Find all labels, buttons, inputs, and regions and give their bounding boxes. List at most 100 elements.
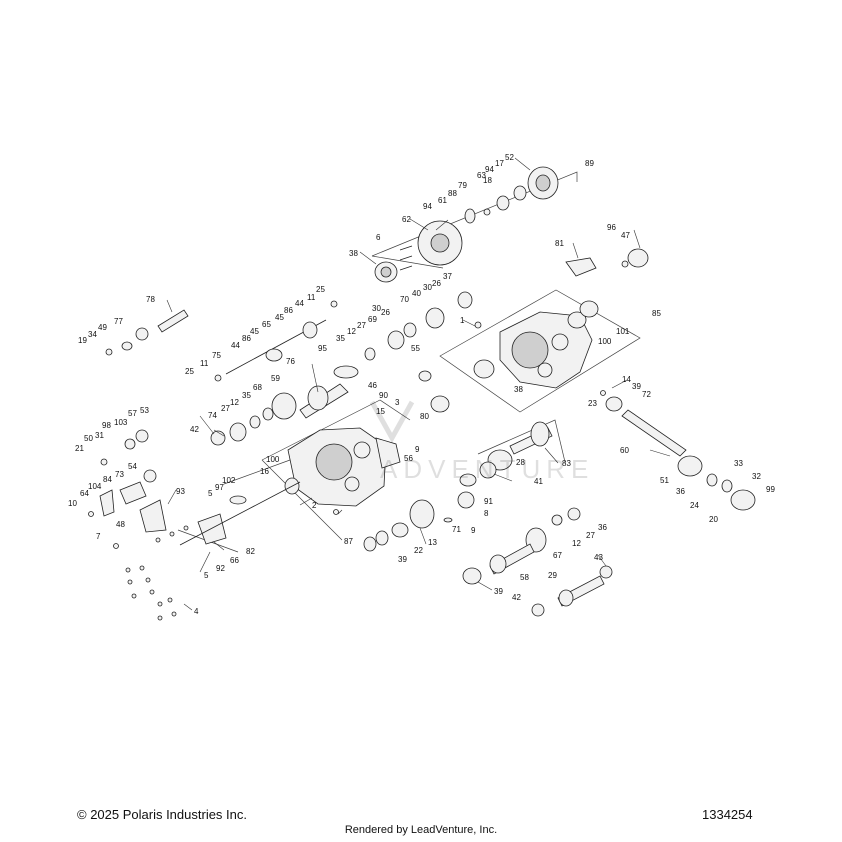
callout-67: 67 — [553, 551, 562, 560]
callout-64: 64 — [80, 489, 89, 498]
callout-25: 25 — [316, 285, 325, 294]
callout-47: 47 — [621, 231, 630, 240]
callout-85: 85 — [652, 309, 661, 318]
callout-96: 96 — [607, 223, 616, 232]
callout-44: 44 — [295, 299, 304, 308]
callout-79: 79 — [458, 181, 467, 190]
callout-42: 42 — [512, 593, 521, 602]
callout-27: 27 — [357, 321, 366, 330]
callout-97: 97 — [215, 483, 224, 492]
callout-20: 20 — [709, 515, 718, 524]
callout-57: 57 — [128, 409, 137, 418]
callout-100: 100 — [598, 337, 612, 346]
callout-104: 104 — [88, 482, 102, 491]
callout-34: 34 — [88, 330, 97, 339]
callout-83: 83 — [562, 459, 571, 468]
callout-7: 7 — [96, 532, 101, 541]
callout-60: 60 — [620, 446, 629, 455]
callout-30: 30 — [423, 283, 432, 292]
callout-39: 39 — [494, 587, 503, 596]
callout-31: 31 — [95, 431, 104, 440]
callout-36: 36 — [676, 487, 685, 496]
copyright-notice: © 2025 Polaris Industries Inc. — [77, 807, 247, 822]
lower-gear-trains — [363, 421, 613, 617]
callout-14: 14 — [622, 375, 631, 384]
linkage-parts — [88, 429, 301, 549]
callout-53: 53 — [140, 406, 149, 415]
callout-18: 18 — [483, 176, 492, 185]
callout-88: 88 — [448, 189, 457, 198]
callout-26: 26 — [432, 279, 441, 288]
callout-68: 68 — [253, 383, 262, 392]
callout-59: 59 — [271, 374, 280, 383]
callout-82: 82 — [246, 547, 255, 556]
callout-100: 100 — [266, 455, 280, 464]
callout-37: 37 — [443, 272, 452, 281]
callout-25: 25 — [185, 367, 194, 376]
callout-27: 27 — [586, 531, 595, 540]
callout-51: 51 — [660, 476, 669, 485]
callout-13: 13 — [428, 538, 437, 547]
callout-23: 23 — [588, 399, 597, 408]
callout-22: 22 — [414, 546, 423, 555]
callout-55: 55 — [411, 344, 420, 353]
callout-32: 32 — [752, 472, 761, 481]
callout-12: 12 — [230, 398, 239, 407]
callout-39: 39 — [632, 382, 641, 391]
callout-48: 48 — [116, 520, 125, 529]
callout-2: 2 — [312, 501, 317, 510]
callout-56: 56 — [404, 454, 413, 463]
callout-16: 16 — [260, 467, 269, 476]
callout-5: 5 — [208, 489, 213, 498]
callout-26: 26 — [381, 308, 390, 317]
callout-75: 75 — [212, 351, 221, 360]
leadventure-watermark: ADVENTURE — [369, 400, 594, 484]
callout-62: 62 — [402, 215, 411, 224]
callout-52: 52 — [505, 153, 514, 162]
callout-61: 61 — [438, 196, 447, 205]
callout-17: 17 — [495, 159, 504, 168]
shift-rail-parts — [105, 300, 338, 382]
callout-30: 30 — [372, 304, 381, 313]
callout-12: 12 — [572, 539, 581, 548]
callout-36: 36 — [598, 523, 607, 532]
diagram-number: 1334254 — [702, 807, 753, 822]
callout-40: 40 — [412, 289, 421, 298]
idler-gear-assembly — [374, 166, 559, 283]
callout-6: 6 — [376, 233, 381, 242]
output-shaft — [600, 390, 756, 511]
callout-19: 19 — [78, 336, 87, 345]
callout-28: 28 — [516, 458, 525, 467]
right-housing — [473, 300, 599, 389]
callout-10: 10 — [68, 499, 77, 508]
callout-71: 71 — [452, 525, 461, 534]
leader-lines — [166, 157, 671, 611]
callout-15: 15 — [376, 407, 385, 416]
callout-90: 90 — [379, 391, 388, 400]
svg-text:ADVENTURE: ADVENTURE — [380, 454, 594, 484]
callout-93: 93 — [176, 487, 185, 496]
callout-80: 80 — [420, 412, 429, 421]
upper-right-parts — [565, 248, 649, 277]
callout-101: 101 — [616, 327, 630, 336]
callout-29: 29 — [548, 571, 557, 580]
callout-21: 21 — [75, 444, 84, 453]
callout-87: 87 — [344, 537, 353, 546]
callout-86: 86 — [242, 334, 251, 343]
callout-77: 77 — [114, 317, 123, 326]
callout-69: 69 — [368, 315, 377, 324]
rendered-by-credit: Rendered by LeadVenture, Inc. — [344, 824, 498, 836]
callout-3: 3 — [395, 398, 400, 407]
callout-89: 89 — [585, 159, 594, 168]
callout-99: 99 — [766, 485, 775, 494]
callout-91: 91 — [484, 497, 493, 506]
callout-95: 95 — [318, 344, 327, 353]
callout-27: 27 — [221, 404, 230, 413]
callout-42: 42 — [190, 425, 199, 434]
callout-35: 35 — [242, 391, 251, 400]
callout-103: 103 — [114, 418, 128, 427]
callout-49: 49 — [98, 323, 107, 332]
callout-86: 86 — [284, 306, 293, 315]
callout-74: 74 — [208, 411, 217, 420]
callout-11: 11 — [307, 293, 316, 302]
